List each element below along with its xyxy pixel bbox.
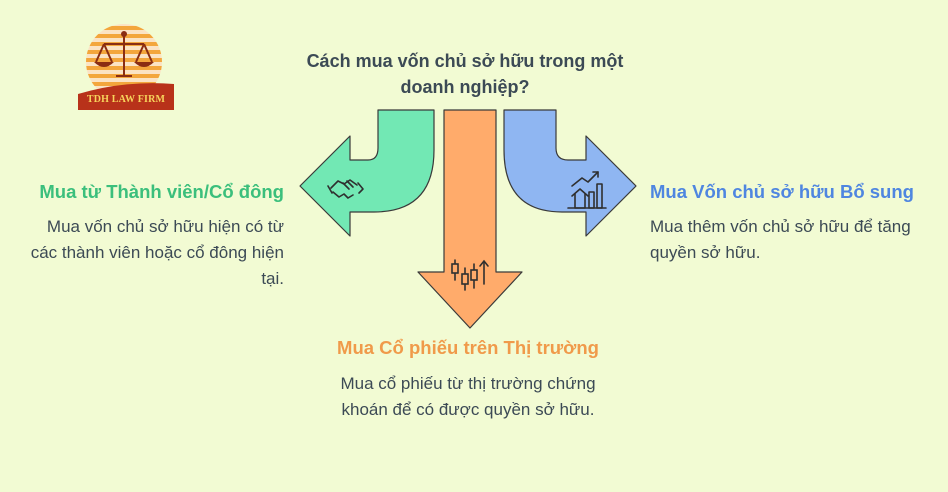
candlestick-chart-icon [451,259,489,291]
tdh-law-firm-logo: TDH LAW FIRM [78,22,174,114]
option-buy-market-shares-title: Mua Cổ phiếu trên Thị trường [337,337,599,358]
house-growth-chart-icon [567,171,607,209]
option-buy-market-shares-description: Mua cổ phiếu từ thị trường chứng khoán đ… [340,374,596,419]
option-buy-from-members-title: Mua từ Thành viên/Cổ đông [39,181,284,202]
right-arrow [503,109,637,237]
option-buy-additional-equity-title: Mua Vốn chủ sở hữu Bổ sung [650,181,914,202]
option-buy-additional-equity-description: Mua thêm vốn chủ sở hữu để tăng quyền sở… [650,217,911,262]
middle-arrow [417,109,523,329]
diagram-title: Cách mua vốn chủ sở hữu trong một doanh … [306,51,624,97]
left-arrow [299,109,435,237]
logo-text: TDH LAW FIRM [86,94,166,105]
handshake-icon [327,179,364,199]
option-buy-from-members-description: Mua vốn chủ sở hữu hiện có từ các thành … [30,217,284,288]
